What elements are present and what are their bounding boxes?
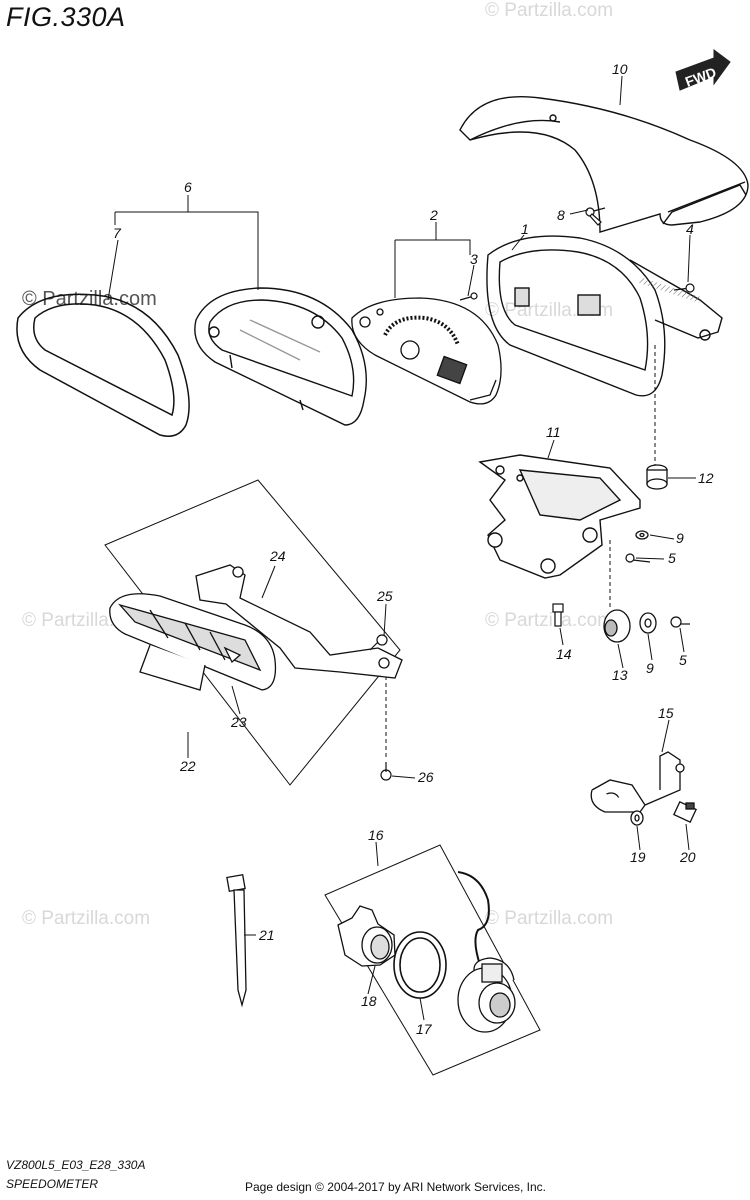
callout-6: 6 — [184, 179, 192, 195]
callout-23: 23 — [230, 714, 247, 730]
callout-5b: 5 — [679, 652, 687, 668]
part-clip-20 — [673, 800, 697, 824]
part-grommet-12 — [646, 464, 668, 490]
part-screw-8 — [585, 207, 606, 226]
callout-26: 26 — [417, 769, 434, 785]
watermark: © Partzilla.com — [485, 610, 614, 631]
callout-9b: 9 — [646, 660, 654, 676]
part-indicator-lens — [109, 593, 277, 691]
callout-19: 19 — [630, 849, 646, 865]
watermark: © Partzilla.com — [485, 0, 614, 21]
callout-24: 24 — [269, 548, 286, 564]
part-gauge-unit — [351, 297, 502, 405]
part-speed-sensor — [457, 871, 516, 1033]
callout-25: 25 — [376, 588, 393, 604]
leader-lines — [107, 75, 696, 1021]
figure-code: VZ800L5_E03_E28_330A — [6, 1158, 146, 1172]
part-bezel-ring — [16, 293, 190, 437]
fwd-arrow-icon: FWD — [675, 49, 731, 91]
callout-13: 13 — [612, 667, 628, 683]
callout-16: 16 — [368, 827, 384, 843]
callout-22: 22 — [179, 758, 196, 774]
callout-10: 10 — [612, 61, 628, 77]
callout-21: 21 — [258, 927, 275, 943]
callout-15: 15 — [658, 705, 674, 721]
figure-title: FIG.330A — [6, 2, 126, 32]
callout-4: 4 — [686, 221, 694, 237]
part-washer-9a — [635, 530, 649, 540]
callout-3: 3 — [470, 251, 478, 267]
part-cable-tie — [226, 873, 247, 1008]
callout-12: 12 — [698, 470, 714, 486]
part-meter-case — [194, 287, 367, 426]
callout-8: 8 — [557, 207, 565, 223]
part-meter-cover — [459, 96, 749, 233]
part-sensor-rotor — [337, 905, 396, 967]
callout-18: 18 — [361, 993, 377, 1009]
page-credit: Page design © 2004-2017 by ARI Network S… — [245, 1180, 547, 1194]
callout-20: 20 — [679, 849, 696, 865]
callout-2: 2 — [429, 207, 438, 223]
part-bracket-plate — [478, 454, 641, 579]
watermark: © Partzilla.com — [485, 908, 614, 929]
part-cushion-13 — [603, 609, 631, 643]
callout-1: 1 — [521, 221, 529, 237]
part-22-box — [104, 479, 401, 786]
callout-9: 9 — [676, 530, 684, 546]
part-seal-ring — [393, 931, 447, 999]
callout-17: 17 — [416, 1021, 433, 1037]
part-screw-26 — [380, 762, 392, 781]
part-screw-25 — [369, 634, 388, 651]
part-bracket-15 — [590, 751, 685, 813]
callout-11: 11 — [546, 424, 561, 440]
callout-5: 5 — [668, 550, 676, 566]
section-name: SPEEDOMETER — [6, 1177, 99, 1191]
callout-7: 7 — [113, 225, 122, 241]
part-washer-9b — [639, 612, 657, 634]
part-meter-housing — [486, 235, 723, 397]
part-screw-4 — [673, 283, 695, 293]
part-screw-3 — [459, 292, 478, 301]
part-washer-19 — [630, 810, 644, 826]
watermark: © Partzilla.com — [22, 288, 157, 310]
part-indicator-bracket — [195, 564, 403, 679]
part-bolt-14 — [552, 603, 564, 627]
part-16-box — [324, 844, 541, 1076]
part-screw-5a — [625, 553, 651, 563]
callout-14: 14 — [556, 646, 572, 662]
watermark: © Partzilla.com — [22, 908, 151, 929]
part-screw-5b — [670, 616, 690, 628]
